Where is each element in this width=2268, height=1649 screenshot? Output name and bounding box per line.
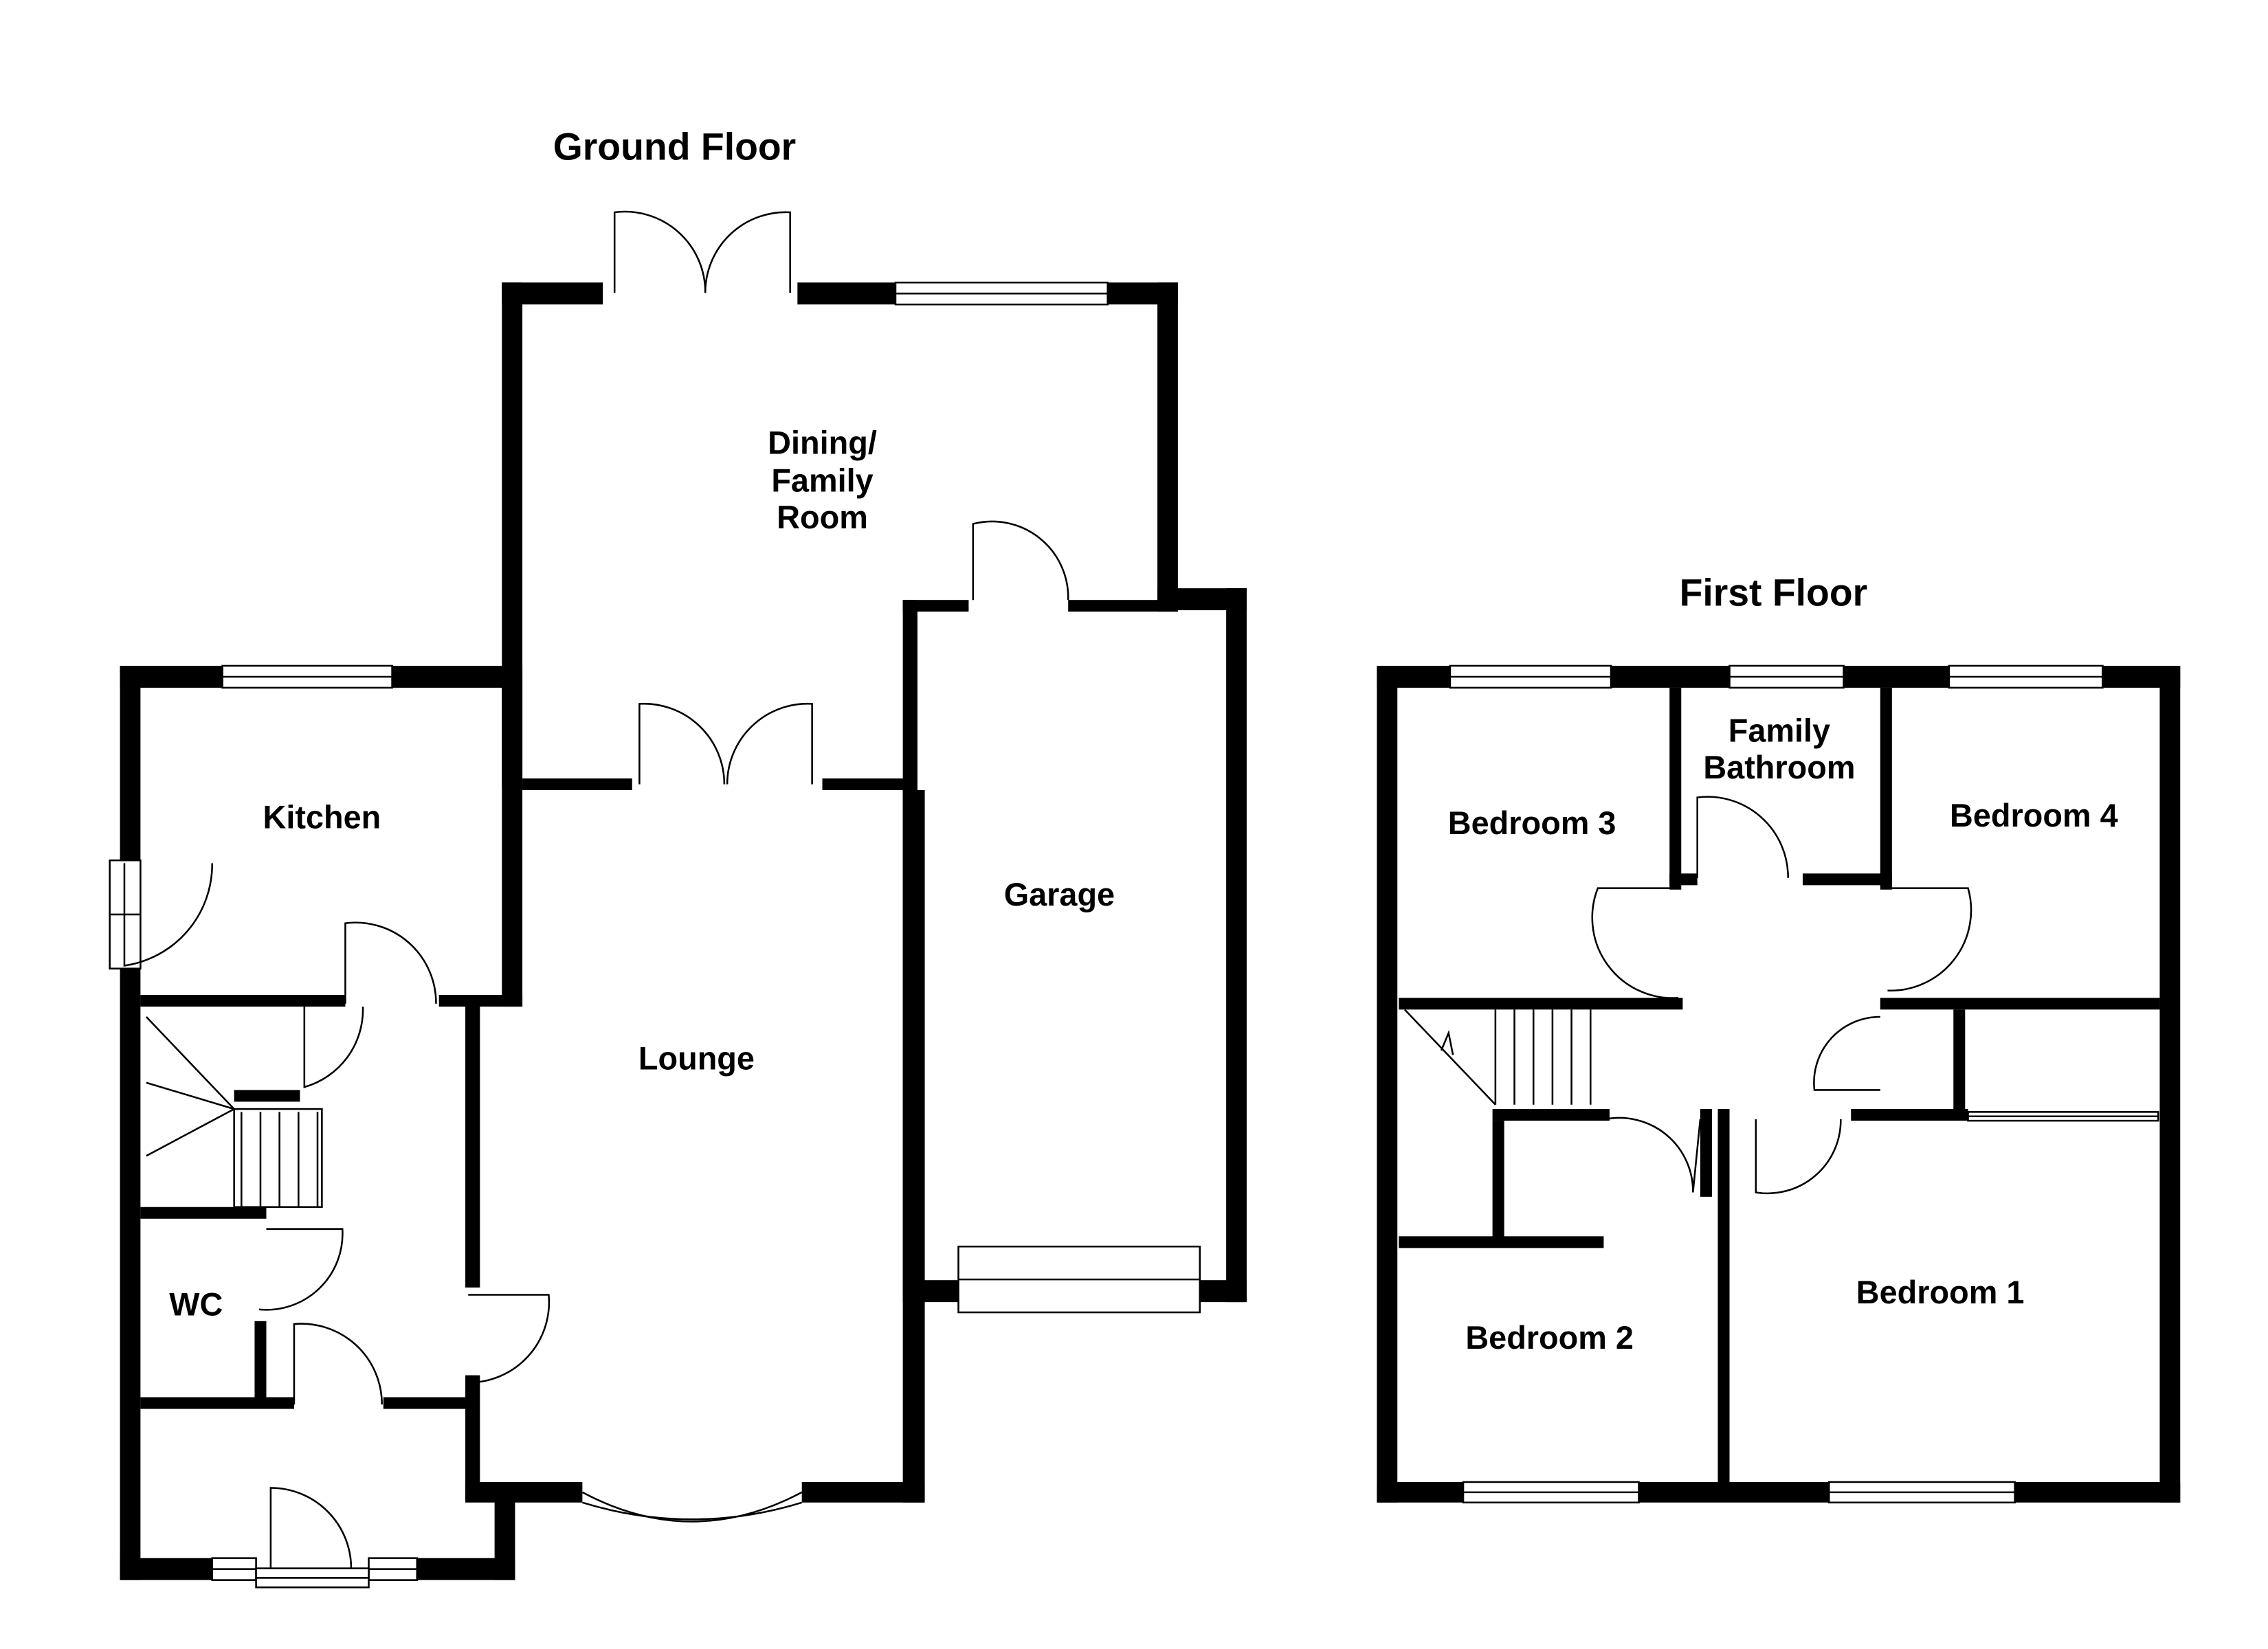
door-swing xyxy=(726,702,813,785)
wall xyxy=(1199,1280,1247,1303)
wall xyxy=(1851,1109,1968,1121)
wall xyxy=(1669,687,1682,890)
door-swing xyxy=(1696,796,1789,878)
dining-room-label-1: Dining/ xyxy=(768,425,877,460)
wall xyxy=(383,1397,471,1409)
bathroom-label-1: Family xyxy=(1728,713,1830,749)
wall xyxy=(120,666,141,861)
wall xyxy=(1377,666,1398,1503)
wall xyxy=(902,600,969,612)
wall xyxy=(1611,666,1730,688)
door-swing xyxy=(293,1323,383,1405)
wall xyxy=(392,666,523,688)
bathroom-label-2: Bathroom xyxy=(1703,750,1855,785)
dining-room-label-3: Room xyxy=(777,500,868,535)
wall xyxy=(2159,666,2181,1503)
wall xyxy=(120,666,223,688)
wall xyxy=(1492,1121,1504,1246)
wall xyxy=(1802,873,1892,886)
wall xyxy=(2014,1482,2181,1503)
wall xyxy=(1638,1482,1830,1503)
door-swing xyxy=(258,1228,344,1311)
wall xyxy=(1399,998,1683,1010)
door-swing xyxy=(269,1487,353,1569)
wall xyxy=(120,1558,212,1580)
lounge-label: Lounge xyxy=(638,1041,755,1077)
door-swing xyxy=(1887,887,1972,991)
door-swing xyxy=(1813,1016,1880,1091)
wall xyxy=(502,282,603,305)
windows xyxy=(109,281,2159,1589)
wall xyxy=(902,789,925,1503)
wall xyxy=(438,995,523,1007)
bay-window xyxy=(581,1491,803,1523)
door-swing xyxy=(1591,887,1679,999)
door-swing xyxy=(972,520,1069,601)
ground-floor-title: Ground Floor xyxy=(553,125,797,168)
stair-winders xyxy=(145,1016,235,1157)
wall xyxy=(822,778,911,790)
wall xyxy=(1843,666,1949,688)
walls xyxy=(120,282,2181,1580)
wall xyxy=(120,968,141,1580)
door-swing xyxy=(303,1007,364,1088)
door-swing xyxy=(123,863,213,967)
wall xyxy=(140,1397,294,1409)
bedroom-1-label: Bedroom 1 xyxy=(1856,1275,2025,1310)
wall xyxy=(522,778,632,790)
wall xyxy=(1377,1482,1464,1503)
wall xyxy=(465,1375,480,1492)
wall xyxy=(801,1482,925,1503)
garage-label: Garage xyxy=(1004,877,1115,912)
door-swing xyxy=(1605,1117,1702,1193)
wall xyxy=(1068,600,1178,612)
kitchen-label: Kitchen xyxy=(263,799,381,835)
wall xyxy=(1377,666,1450,688)
wall xyxy=(1399,1236,1604,1248)
wall xyxy=(1226,588,1247,1303)
door-swing xyxy=(344,921,437,1004)
wc-label: WC xyxy=(169,1286,223,1322)
wall xyxy=(140,1207,267,1219)
bedroom-3-label: Bedroom 3 xyxy=(1448,805,1616,841)
wall xyxy=(1669,873,1698,886)
door-swing xyxy=(613,210,707,293)
wall xyxy=(1717,1109,1730,1482)
wall xyxy=(1953,1009,1966,1119)
wall xyxy=(502,687,523,1007)
stairs xyxy=(145,1009,1592,1209)
first-floor-title: First Floor xyxy=(1680,572,1868,614)
stair-arrow xyxy=(1403,1009,1496,1106)
door-swing xyxy=(1755,1119,1842,1195)
door-swing xyxy=(638,702,726,785)
bay-window xyxy=(581,1501,803,1521)
wall xyxy=(1492,1109,1610,1121)
wall xyxy=(140,995,346,1007)
wall xyxy=(416,1558,515,1580)
wall xyxy=(2102,666,2181,688)
dining-room-label-2: Family xyxy=(771,463,873,499)
wall xyxy=(1880,998,2160,1010)
wall xyxy=(234,1090,300,1102)
door-swing xyxy=(704,211,791,293)
wall xyxy=(1157,282,1178,612)
bedroom-4-label: Bedroom 4 xyxy=(1950,798,2118,833)
wall xyxy=(1700,1109,1712,1197)
wall xyxy=(254,1321,267,1402)
doors xyxy=(123,210,1972,1569)
wall xyxy=(465,1003,480,1288)
bedroom-2-label: Bedroom 2 xyxy=(1465,1320,1634,1356)
wall xyxy=(1880,687,1892,890)
stair-flight xyxy=(233,1108,323,1209)
wall xyxy=(797,282,896,305)
door-swing xyxy=(468,1294,551,1384)
